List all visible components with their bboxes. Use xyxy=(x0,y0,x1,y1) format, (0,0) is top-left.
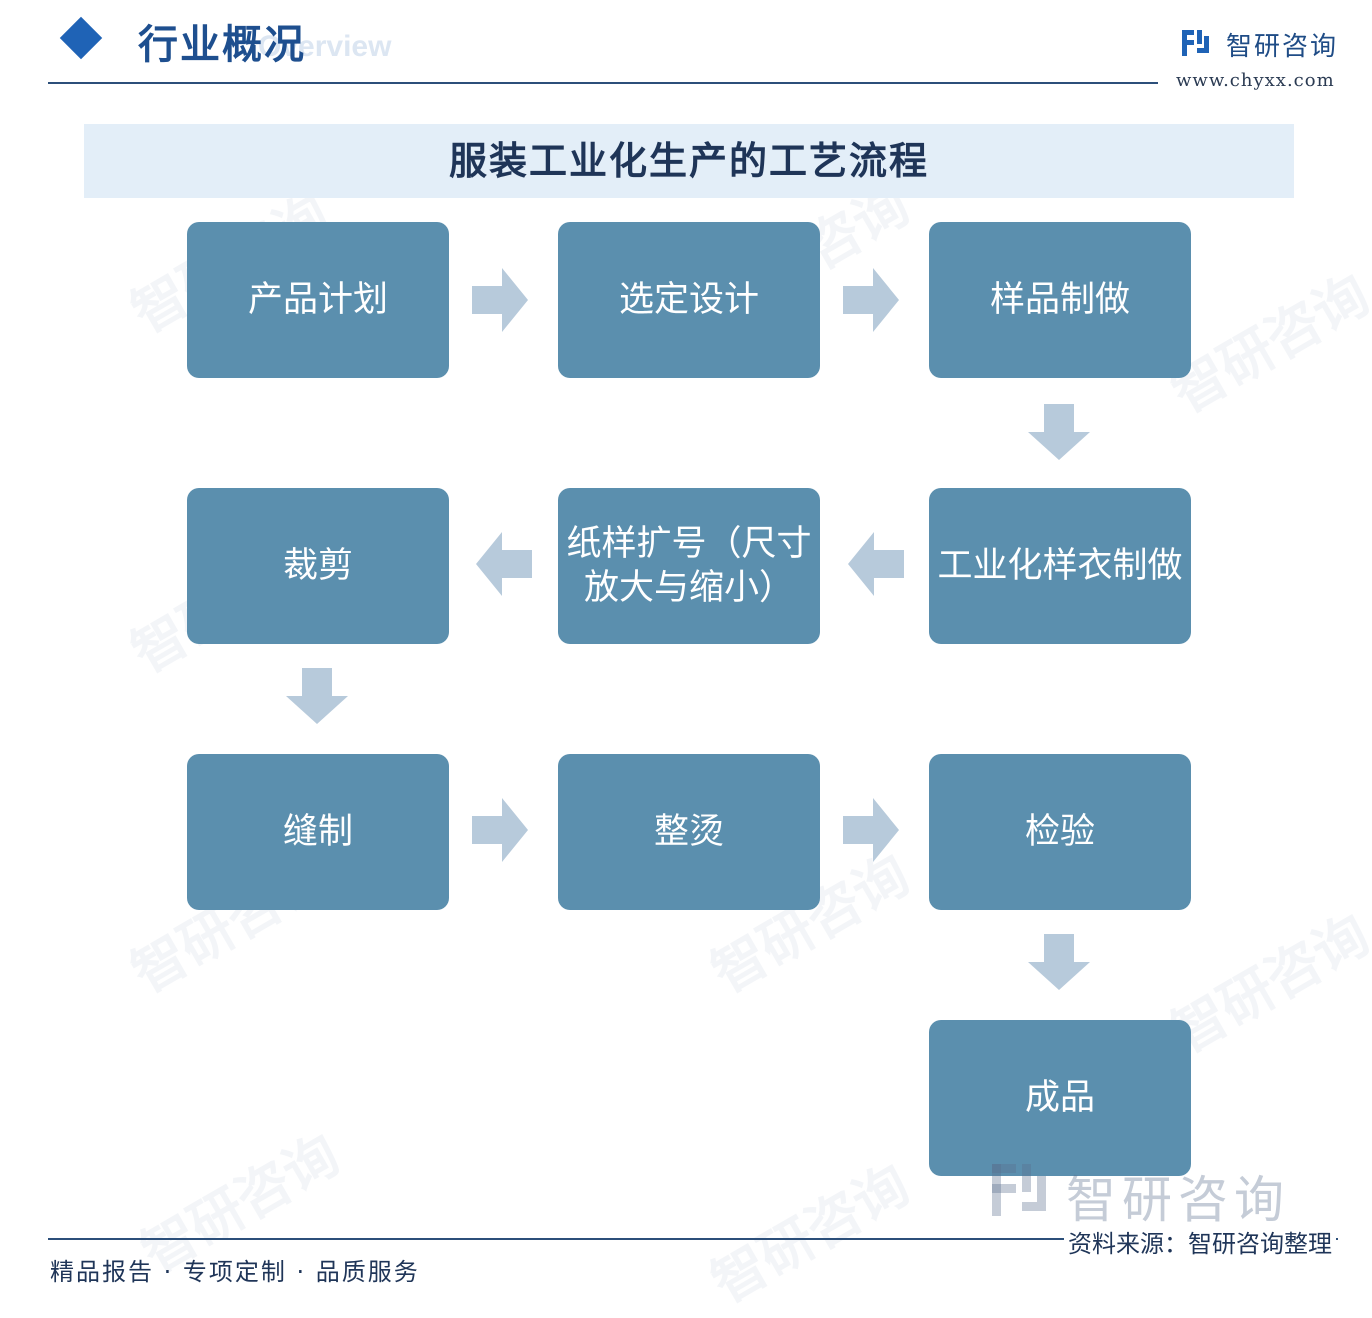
arrow-right-icon xyxy=(472,798,528,862)
step-sample-making: 样品制做 xyxy=(929,222,1191,378)
footer-divider xyxy=(48,1238,1338,1240)
step-sewing: 缝制 xyxy=(187,754,449,910)
header-divider xyxy=(48,82,1158,84)
source-logo-text: 智研咨询 xyxy=(1066,1171,1290,1229)
step-inspection: 检验 xyxy=(929,754,1191,910)
diamond-icon xyxy=(59,16,103,60)
section-subtitle: Overview xyxy=(258,30,392,63)
arrow-down-icon xyxy=(1028,404,1090,460)
header: Overview 行业概况 智研咨询 www.chyxx.com xyxy=(0,0,1372,100)
brand-url: www.chyxx.com xyxy=(1176,70,1335,91)
footer-tagline: 精品报告 · 专项定制 · 品质服务 xyxy=(50,1258,420,1286)
brand-name: 智研咨询 xyxy=(1226,32,1339,62)
diagram-title: 服装工业化生产的工艺流程 xyxy=(448,138,929,183)
brand-logo-icon xyxy=(1182,30,1209,56)
step-product-plan: 产品计划 xyxy=(187,222,449,378)
step-industrial-sample: 工业化样衣制做 xyxy=(929,488,1191,644)
source-note: 资料来源：智研咨询整理 xyxy=(1064,1224,1336,1259)
step-ironing: 整烫 xyxy=(558,754,820,910)
arrow-left-icon xyxy=(476,532,532,596)
step-pattern-grading: 纸样扩号（尺寸放大与缩小） xyxy=(558,488,820,644)
watermark: 智研咨询 xyxy=(701,1152,920,1316)
arrow-left-icon xyxy=(848,532,904,596)
arrow-down-icon xyxy=(286,668,348,724)
step-select-design: 选定设计 xyxy=(558,222,820,378)
step-cutting: 裁剪 xyxy=(187,488,449,644)
diagram-title-bar: 服装工业化生产的工艺流程 xyxy=(84,124,1294,198)
section-title: 行业概况 xyxy=(138,22,306,68)
arrow-right-icon xyxy=(472,268,528,332)
arrow-right-icon xyxy=(843,798,899,862)
arrow-down-icon xyxy=(1028,934,1090,990)
arrow-right-icon xyxy=(843,268,899,332)
step-finished-product: 成品 xyxy=(929,1020,1191,1176)
source-logo-icon xyxy=(992,1164,1046,1216)
